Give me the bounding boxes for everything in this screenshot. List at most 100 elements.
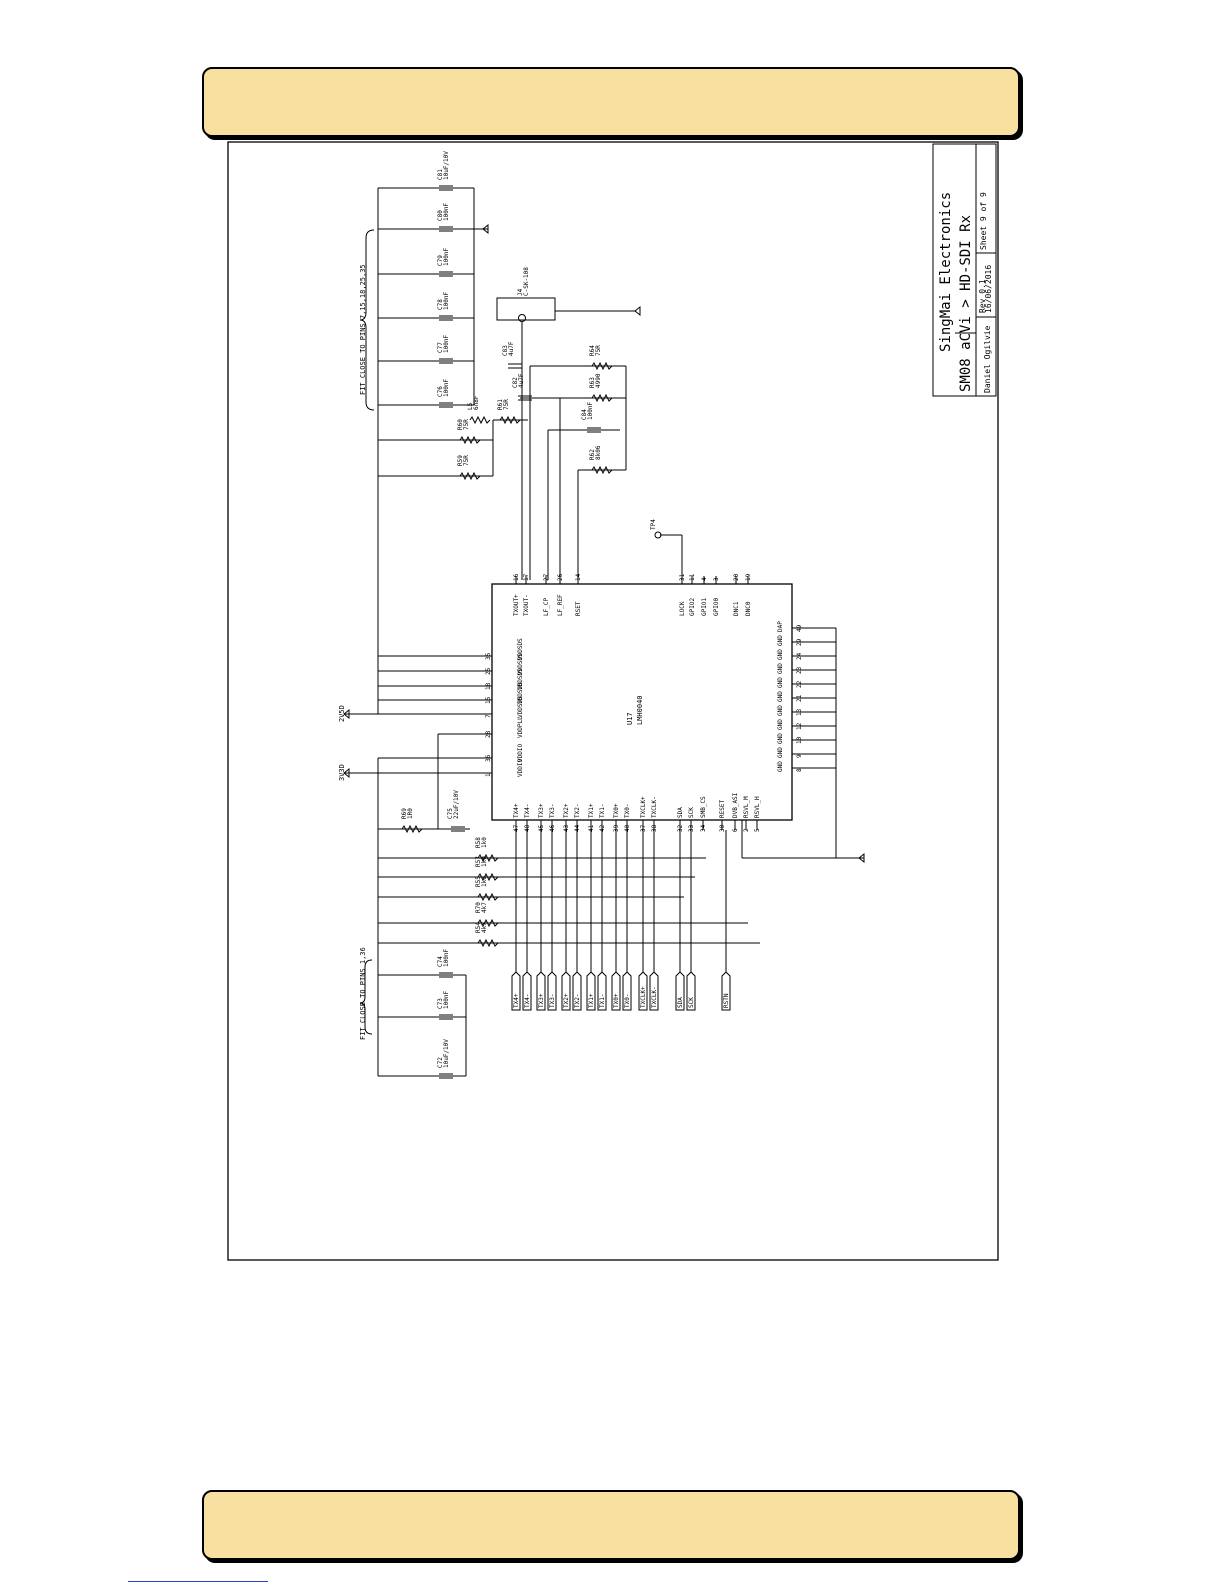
component-value: 1k0	[481, 837, 488, 848]
net-flag	[611, 971, 621, 1011]
capacitor	[451, 826, 465, 832]
pin-name: VDDPLL	[517, 716, 524, 738]
pin-name: TX4-	[524, 804, 531, 818]
net-flag	[638, 971, 648, 1011]
component-value: 100nF	[443, 203, 450, 221]
resistor	[477, 938, 499, 948]
component-ref: C75	[447, 808, 454, 819]
net-flag	[721, 971, 731, 1011]
capacitor	[439, 972, 453, 978]
component-ref: C81	[437, 169, 444, 180]
ic-designator: U17	[626, 712, 634, 725]
net-label: SDA	[677, 997, 684, 1008]
pin-name: TXOUT-	[523, 594, 530, 616]
test-point-label: TP4	[650, 519, 657, 530]
capacitor	[518, 395, 532, 401]
pin-number: 42	[599, 824, 606, 832]
component-value: 4k7	[481, 922, 488, 933]
component-value: 4k7	[481, 902, 488, 913]
title-revision: Rev 0.1	[978, 279, 987, 313]
pin-name: TX4+	[513, 803, 520, 818]
capacitor	[439, 185, 453, 191]
net-label: TX2-	[574, 994, 581, 1008]
component-ref: R58	[475, 837, 482, 848]
component-ref: C79	[437, 255, 444, 266]
power-rails	[344, 187, 864, 1077]
component-value: 100nF	[443, 248, 450, 266]
pin-name: TXCLK-	[651, 796, 658, 818]
component-ref: C82	[512, 377, 519, 388]
resistor	[499, 415, 521, 425]
net-flag	[675, 971, 685, 1011]
pin-number: 29	[796, 638, 803, 646]
net-label: TX1+	[588, 993, 595, 1008]
pin-number: 43	[563, 824, 570, 832]
pin-number: 33	[688, 824, 695, 832]
component-value: 100nF	[443, 335, 450, 353]
footer-link-underline[interactable]	[128, 1581, 268, 1582]
component-ref: R69	[401, 808, 408, 819]
pin-number: 27	[543, 573, 550, 581]
pin-name: VDDSDS	[517, 696, 524, 718]
component-value: 4u7F	[508, 341, 515, 356]
component-value: 4u7F	[518, 373, 525, 388]
pin-number: 23	[796, 666, 803, 674]
pin-name: LF_REF	[557, 594, 564, 616]
pin-name: GND	[777, 705, 784, 716]
net-flag	[572, 971, 582, 1011]
net-flag	[597, 971, 607, 1011]
net-flag	[649, 971, 659, 1011]
svg-text:2V5D: 2V5D	[338, 705, 346, 722]
net-flag	[561, 971, 571, 1011]
connector-designator: J4	[517, 288, 524, 296]
pin-number: 45	[538, 824, 545, 832]
pin-name: VDDIO	[517, 744, 524, 762]
pin-number: 8	[796, 768, 803, 772]
pin-name: RSVL_M	[743, 796, 750, 818]
component-value: 1R0	[407, 808, 414, 819]
net-label: TX2+	[563, 993, 570, 1008]
component-ref: C77	[437, 342, 444, 353]
note-top-brace	[359, 229, 375, 411]
component-ref: C76	[437, 386, 444, 397]
pin-number: 1	[485, 773, 492, 777]
title-author: Daniel Ogilvie	[983, 325, 992, 393]
resistor	[469, 415, 491, 425]
pin-name: SMB_CS	[700, 796, 707, 818]
sheet-frame	[227, 141, 999, 1261]
net-flag	[547, 971, 557, 1011]
pin-name: VDDSDS	[517, 682, 524, 704]
title-sheet: Sheet 9 of 9	[979, 192, 988, 250]
pin-name: GPIO1	[701, 598, 708, 616]
pin-name: GND	[777, 719, 784, 730]
resistor	[477, 872, 499, 882]
capacitor	[439, 226, 453, 232]
component-ref: R64	[589, 345, 596, 356]
pin-number: 30	[719, 824, 726, 832]
component-value: 1k0	[481, 876, 488, 887]
component-ref: R63	[589, 377, 596, 388]
connector-j4	[496, 297, 636, 580]
pin-name: VDDSDS	[517, 668, 524, 690]
component-ref: R70	[475, 902, 482, 913]
net-flag	[586, 971, 596, 1011]
pin-number: 13	[796, 708, 803, 716]
pin-name: RSVL_H	[754, 796, 761, 818]
component-value: 6n8F	[473, 395, 480, 410]
pin-number: 5	[754, 828, 761, 832]
pin-name: TX2-	[574, 804, 581, 818]
pin-number: 47	[513, 824, 520, 832]
capacitor	[439, 315, 453, 321]
header-banner	[202, 67, 1020, 137]
pin-number: 3	[713, 577, 720, 581]
pin-name: TX0+	[613, 803, 620, 818]
pin-name: GPIO2	[689, 598, 696, 616]
pin-name: GND	[777, 761, 784, 772]
capacitor	[439, 1073, 453, 1079]
capacitor	[439, 271, 453, 277]
capacitor	[508, 363, 522, 369]
net-flag	[522, 971, 532, 1011]
svg-text:3V3D: 3V3D	[338, 764, 346, 781]
resistor	[591, 361, 613, 371]
pin-number: 48	[524, 824, 531, 832]
